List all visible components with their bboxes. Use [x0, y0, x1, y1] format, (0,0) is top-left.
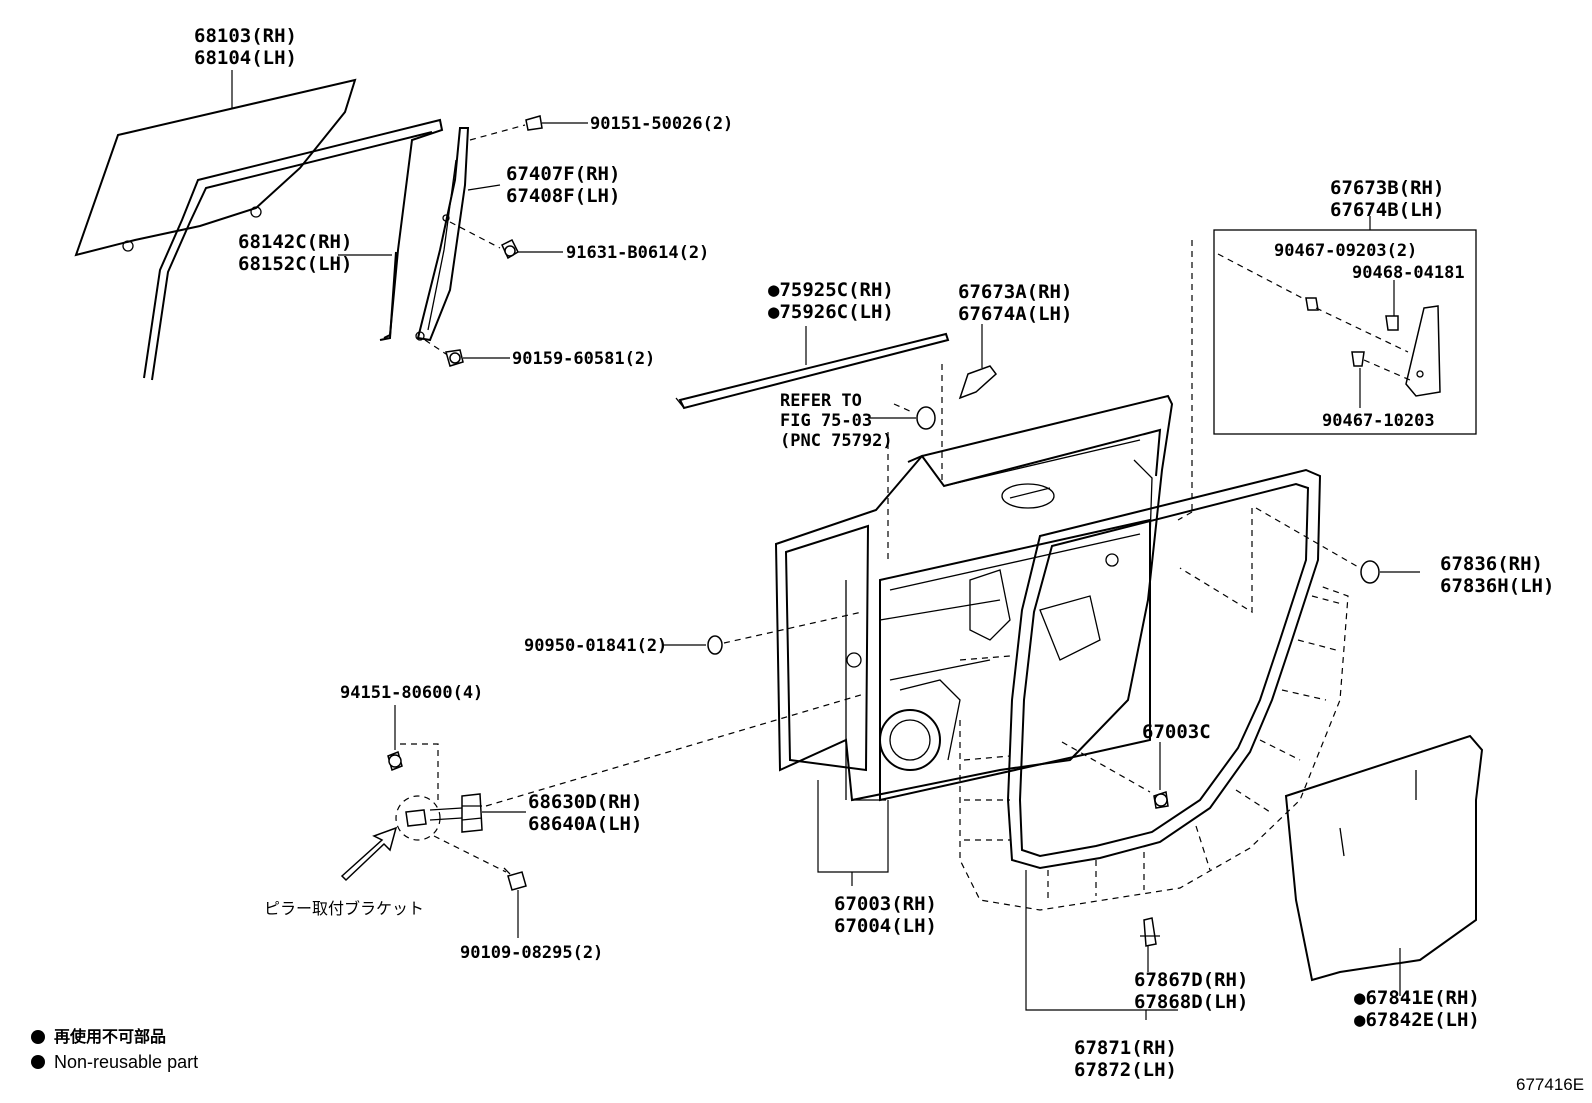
refer-plug-icon: [916, 406, 936, 430]
figure-code: 677416E: [1516, 1075, 1584, 1094]
label-frame-sub-lh: 67408F(LH): [506, 185, 620, 207]
bracket-clip-icon: [405, 809, 427, 827]
clip-b1-icon: [1305, 297, 1319, 311]
label-plug-lh: 67836H(LH): [1440, 575, 1554, 597]
bullet-icon: [31, 1055, 45, 1069]
bullet-icon: [31, 1030, 45, 1044]
label-pillar-bracket: ピラー取付ブラケット: [264, 899, 424, 918]
label-cover-a-lh: 67674A(LH): [958, 303, 1072, 325]
label-refer-1: REFER TO: [780, 391, 862, 411]
label-refer-2: FIG 75-03: [780, 411, 872, 431]
label-service-hole-cover-lh: ●67842E(LH): [1354, 1009, 1480, 1031]
screw-icon: [525, 115, 588, 131]
label-moulding-lh: ●75926C(LH): [768, 301, 894, 323]
label-cover-b-lh: 67674B(LH): [1330, 199, 1444, 221]
label-glass-rh: 68103(RH): [194, 25, 297, 47]
glass-run-channel: [143, 118, 444, 381]
label-clip-b2: 90468-04181: [1352, 263, 1465, 283]
label-hinge-rh: 68630D(RH): [528, 791, 642, 813]
service-hole-cover: [1284, 734, 1484, 982]
hinge-assembly: [429, 793, 483, 833]
belt-moulding: [675, 332, 950, 410]
label-bolt-bottom: 90109-08295(2): [460, 943, 603, 963]
clip-c-icon: [1153, 791, 1169, 809]
bolt-bottom-icon: [503, 867, 527, 891]
label-clip-b3: 90467-10203: [1322, 411, 1435, 431]
label-bolt-top: 94151-80600(4): [340, 683, 483, 703]
nut-icon: [501, 238, 563, 260]
legend-jp: 再使用不可部品: [54, 1027, 166, 1046]
clip-d-icon: [1140, 917, 1160, 947]
label-clip-d-rh: 67867D(RH): [1134, 969, 1248, 991]
label-clip-b1: 90467-09203(2): [1274, 241, 1417, 261]
arrow-icon: [340, 826, 398, 882]
cover-a: [958, 365, 998, 400]
label-door-panel-rh: 67003(RH): [834, 893, 937, 915]
label-clip-d-lh: 67868D(LH): [1134, 991, 1248, 1013]
legend-en: Non-reusable part: [54, 1052, 198, 1072]
label-refer-3: (PNC 75792): [780, 431, 893, 451]
hole-plug-icon: [1360, 560, 1380, 584]
label-weatherstrip-rh: 67871(RH): [1074, 1037, 1177, 1059]
label-cover-a-rh: 67673A(RH): [958, 281, 1072, 303]
label-nut: 91631-B0614(2): [566, 243, 709, 263]
label-run-channel-rh: 68142C(RH): [238, 231, 352, 253]
door-panel: [774, 394, 1174, 802]
label-clip: 90159-60581(2): [512, 349, 655, 369]
door-frame-sub: [415, 127, 470, 342]
cover-b-box: [1213, 229, 1477, 435]
label-screw: 90151-50026(2): [590, 114, 733, 134]
clip-b3-icon: [1351, 351, 1365, 367]
cover-b: [1405, 305, 1441, 397]
label-clip-c: 67003C: [1142, 721, 1211, 743]
label-weatherstrip-lh: 67872(LH): [1074, 1059, 1177, 1081]
door-weatherstrip: [1006, 468, 1322, 870]
label-glass-lh: 68104(LH): [194, 47, 297, 69]
label-plug-rh: 67836(RH): [1440, 553, 1543, 575]
bolt-icon: [387, 750, 403, 772]
label-cushion: 90950-01841(2): [524, 636, 667, 656]
label-frame-sub-rh: 67407F(RH): [506, 163, 620, 185]
label-moulding-rh: ●75925C(RH): [768, 279, 894, 301]
label-door-panel-lh: 67004(LH): [834, 915, 937, 937]
label-hinge-lh: 68640A(LH): [528, 813, 642, 835]
door-glass: [74, 78, 357, 257]
label-cover-b-rh: 67673B(RH): [1330, 177, 1444, 199]
clip-b2-icon: [1385, 315, 1399, 331]
clip-icon: [445, 349, 510, 367]
cushion-icon: [707, 635, 723, 655]
label-service-hole-cover-rh: ●67841E(RH): [1354, 987, 1480, 1009]
label-run-channel-lh: 68152C(LH): [238, 253, 352, 275]
